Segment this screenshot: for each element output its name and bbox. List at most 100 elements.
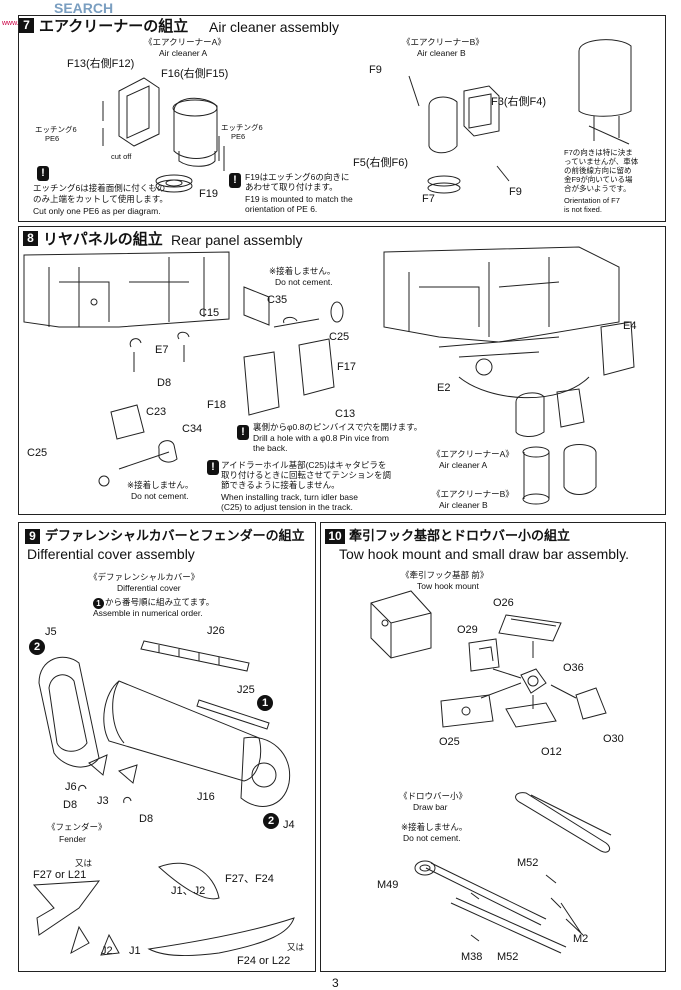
step9-number: 9 — [25, 529, 40, 544]
step9-title-en: Differential cover assembly — [27, 546, 195, 562]
label-j26: J26 — [207, 625, 225, 637]
label-d8-a: D8 — [63, 799, 78, 811]
label-d8: D8 — [157, 377, 172, 389]
air-cleaner-drawing — [102, 39, 632, 194]
ac-a-en: Air cleaner A — [439, 460, 488, 470]
etch-left-1: エッチング6 — [35, 125, 77, 134]
tow-hook-drawing — [370, 590, 612, 954]
note3-en1: Orientation of F7 — [564, 196, 620, 205]
label-f9-top: F9 — [369, 64, 382, 76]
step-marker-2: 2 — [263, 813, 279, 829]
label-f13: F13(右側F12) — [67, 58, 135, 70]
draw-bar-en: Draw bar — [413, 802, 448, 812]
idler-jp2: 取り付けるときに回転させてテンションを調 — [221, 470, 392, 480]
order-en: Assemble in numerical order. — [93, 608, 203, 618]
step9-panel: 9 デファレンシャルカバーとフェンダーの組立 Differential cove… — [18, 522, 316, 972]
or-jp-2: 又は — [287, 942, 305, 952]
label-o25: O25 — [439, 736, 460, 748]
label-c34: C34 — [182, 423, 203, 435]
cut-off-label: cut off — [111, 152, 132, 161]
step7-panel: 7 エアクリーナーの組立 Air cleaner assembly 《エアクリー… — [18, 15, 666, 222]
note3-jp5: 合が多いようです。 — [564, 184, 631, 193]
label-f16: F16(右側F15) — [161, 68, 229, 80]
note3-jp4: 金F9が向いている場 — [564, 175, 633, 184]
label-c23: C23 — [146, 406, 167, 418]
ac-b-en: Air cleaner B — [439, 500, 488, 510]
nocement-jp: ※接着しません。 — [269, 266, 336, 276]
step-marker-1: 1 — [257, 695, 273, 711]
label-f18: F18 — [207, 399, 226, 411]
air-cleaner-b-jp: 《エアクリーナーB》 — [402, 37, 484, 47]
step7-title-jp: エアクリーナーの組立 — [39, 18, 189, 35]
nocement2-jp: ※接着しません。 — [127, 480, 194, 490]
note3-jp2: っていませんが、車体 — [564, 157, 639, 166]
note1-en: Cut only one PE6 as per diagram. — [33, 206, 161, 216]
label-m52-a: M52 — [517, 857, 539, 869]
label-f24-l22: F24 or L22 — [237, 955, 291, 967]
nocement-en: Do not cement. — [275, 277, 333, 287]
attention-icon: ! — [237, 425, 249, 440]
note2-jp1: F19はエッチング6の向きに — [245, 172, 350, 182]
label-j1: J1 — [129, 945, 141, 957]
etch-right-2: PE6 — [231, 132, 246, 141]
label-o36: O36 — [563, 662, 584, 674]
note2-jp2: あわせて取り付けます。 — [245, 182, 338, 192]
attention-icon: ! — [37, 166, 49, 181]
drill-jp: 裏側からφ0.8のピンバイスで穴を開けます。 — [253, 422, 423, 432]
step9-title-jp: デファレンシャルカバーとフェンダーの組立 — [45, 528, 305, 543]
air-cleaner-a-en: Air cleaner A — [159, 48, 208, 58]
label-e7: E7 — [155, 344, 169, 356]
note1-jp2: のみ上端をカットして使用します。 — [33, 194, 168, 204]
page-number: 3 — [332, 976, 339, 990]
note2-en2: orientation of PE 6. — [245, 204, 318, 214]
label-f17: F17 — [337, 361, 356, 373]
label-o12: O12 — [541, 746, 562, 758]
fender-en: Fender — [59, 834, 86, 844]
tow-hook-en: Tow hook mount — [417, 581, 479, 591]
draw-bar-nocement-jp: ※接着しません。 — [401, 822, 468, 832]
rear-panel-drawing — [23, 246, 635, 505]
drill-en2: the back. — [253, 443, 288, 453]
note1-jp1: エッチング6は接着面側に付くもの — [33, 183, 166, 193]
idler-en2: (C25) to adjust tension in the track. — [221, 502, 353, 512]
label-f3: F3(右側F4) — [491, 96, 546, 108]
step8-title-en: Rear panel assembly — [171, 232, 303, 248]
step10-number: 10 — [325, 529, 345, 544]
label-j6: J6 — [65, 781, 77, 793]
label-c13: C13 — [335, 408, 356, 420]
label-j16: J16 — [197, 791, 215, 803]
step10-title-en: Tow hook mount and small draw bar assemb… — [339, 546, 629, 562]
label-j25: J25 — [237, 684, 255, 696]
step8-number: 8 — [23, 231, 38, 246]
label-f19: F19 — [199, 188, 218, 200]
label-m38: M38 — [461, 951, 483, 963]
diff-cover-en: Differential cover — [117, 583, 181, 593]
ac-a-jp: 《エアクリーナーA》 — [432, 449, 514, 459]
label-m49: M49 — [377, 879, 399, 891]
label-m52-b: M52 — [497, 951, 519, 963]
idler-en1: When installing track, turn idler base — [221, 492, 359, 502]
step8-panel: 8 リヤパネルの組立 Rear panel assembly ※接着しません。 … — [18, 226, 666, 515]
air-cleaner-a-jp: 《エアクリーナーA》 — [144, 37, 226, 47]
order-jp: から番号順に組み立てます。 — [105, 597, 215, 607]
label-j3: J3 — [97, 795, 109, 807]
label-f27-f24: F27、F24 — [225, 873, 274, 885]
note3-jp3: の前後線方向に留め — [564, 166, 632, 175]
label-c25-a: C25 — [329, 331, 350, 343]
label-j4: J4 — [283, 819, 295, 831]
attention-icon: ! — [207, 460, 219, 475]
step10-title-jp: 牽引フック基部とドロウバー小の組立 — [349, 528, 571, 543]
note2-en1: F19 is mounted to match the — [245, 194, 353, 204]
label-d8-b: D8 — [139, 813, 154, 825]
etch-right-1: エッチング6 — [221, 123, 263, 132]
differential-cover-drawing — [32, 640, 295, 957]
label-o29: O29 — [457, 624, 478, 636]
label-o26: O26 — [493, 597, 514, 609]
label-m2: M2 — [573, 933, 589, 945]
attention-icon: ! — [229, 173, 241, 188]
label-c25-b: C25 — [27, 447, 48, 459]
label-c35: C35 — [267, 294, 288, 306]
label-f5: F5(右側F6) — [353, 157, 408, 169]
tow-hook-jp: 《牽引フック基部 前》 — [401, 570, 489, 580]
fender-jp: 《フェンダー》 — [47, 822, 107, 832]
